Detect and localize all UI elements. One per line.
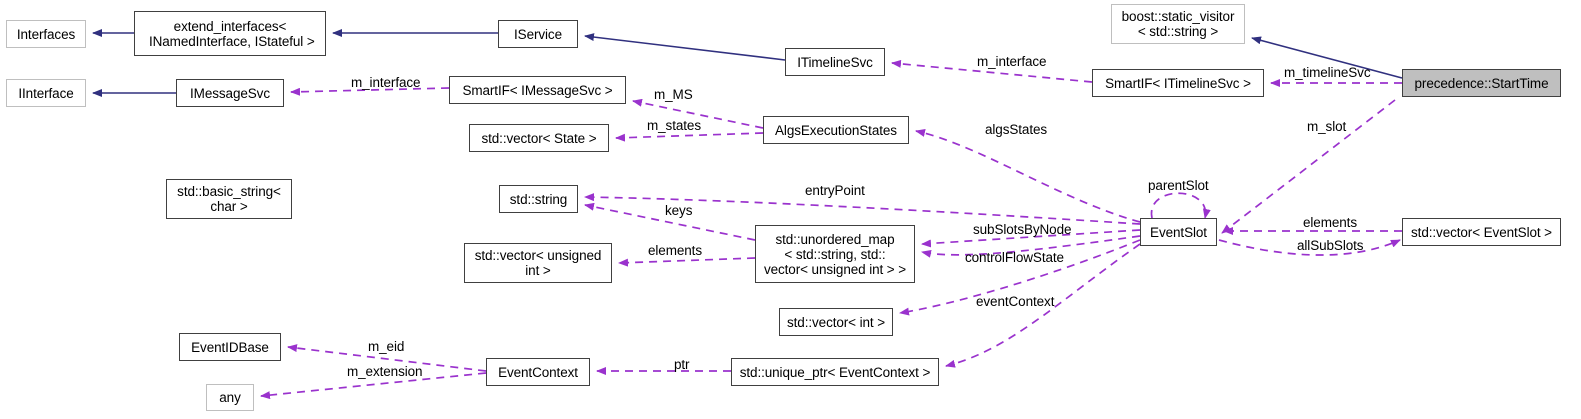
edge-e-boostvisitor — [1251, 36, 1403, 79]
edges-group — [92, 29, 1403, 400]
edge-label-m_slot: m_slot — [1307, 119, 1347, 134]
node-label: std::vector< State > — [481, 130, 597, 146]
node-label: IMessageSvc — [190, 85, 270, 101]
node-interfaces[interactable]: Interfaces — [6, 20, 86, 48]
node-extend_interfaces[interactable]: extend_interfaces< INamedInterface, ISta… — [134, 11, 326, 56]
edge-e-keys — [584, 202, 756, 241]
edge-label-ptr: ptr — [674, 357, 690, 372]
node-smartif_msgsvc[interactable]: SmartIF< IMessageSvc > — [449, 76, 626, 104]
node-label: extend_interfaces< INamedInterface, ISta… — [148, 18, 315, 49]
node-boost_visitor[interactable]: boost::static_visitor < std::string > — [1111, 4, 1245, 44]
node-label: EventContext — [498, 364, 578, 380]
node-label: std::vector< EventSlot > — [1411, 224, 1552, 240]
node-unique_ptr_evtctx[interactable]: std::unique_ptr< EventContext > — [731, 358, 939, 386]
edge-e-eventcontext — [945, 243, 1141, 368]
edge-e-iservice — [584, 33, 786, 61]
node-label: AlgsExecutionStates — [775, 122, 897, 138]
edge-e-m_extension — [260, 372, 487, 400]
edge-label-elements_map: elements — [648, 243, 702, 258]
node-label: SmartIF< IMessageSvc > — [462, 82, 613, 98]
node-label: any — [219, 390, 241, 405]
node-unordered_map[interactable]: std::unordered_map < std::string, std:: … — [755, 225, 915, 283]
edge-label-eventcontext_lbl: eventContext — [976, 294, 1055, 309]
node-label: IInterface — [18, 85, 74, 101]
node-label: IService — [514, 26, 562, 42]
edge-label-algsstates: algsStates — [985, 122, 1048, 137]
node-iservice[interactable]: IService — [498, 20, 578, 48]
edge-label-m_extension: m_extension — [347, 364, 423, 379]
node-label: std::string — [509, 191, 568, 207]
edge-e-subslots — [921, 229, 1141, 248]
edge-e-smartif-msg — [290, 87, 450, 96]
node-label: EventSlot — [1150, 224, 1207, 240]
node-label: Interfaces — [16, 26, 76, 42]
edge-e-parentslot — [1150, 192, 1211, 219]
node-vector_state[interactable]: std::vector< State > — [469, 124, 609, 152]
node-iinterface[interactable]: IInterface — [6, 79, 86, 107]
node-label: SmartIF< ITimelineSvc > — [1105, 75, 1251, 91]
edge-label-subslotsbynode: subSlotsByNode — [973, 222, 1072, 237]
node-std_string[interactable]: std::string — [499, 185, 578, 213]
edge-label-m_ms: m_MS — [654, 87, 693, 102]
node-vector_eventslot[interactable]: std::vector< EventSlot > — [1402, 218, 1561, 246]
node-algsexecstates[interactable]: AlgsExecutionStates — [763, 116, 909, 144]
node-label: std::unordered_map < std::string, std:: … — [763, 231, 907, 277]
edge-e-smartif-tl — [891, 59, 1093, 83]
edge-label-allsubslots: allSubSlots — [1297, 238, 1364, 253]
edge-label-elements_evtslot: elements — [1303, 215, 1357, 230]
edge-label-m_timelinesvc: m_timelineSvc — [1284, 65, 1371, 80]
node-imessagesvc[interactable]: IMessageSvc — [176, 79, 284, 107]
edge-e-vecint — [899, 239, 1141, 316]
edge-label-entrypoint: entryPoint — [805, 183, 865, 198]
node-label: boost::static_visitor < std::string > — [1121, 9, 1235, 39]
node-label: EventIDBase — [191, 339, 269, 355]
node-eventslot[interactable]: EventSlot — [1140, 218, 1217, 246]
edge-e-m_eid — [287, 344, 487, 372]
edge-label-parentslot: parentSlot — [1148, 178, 1209, 193]
node-label: std::vector< int > — [787, 314, 885, 330]
edge-e-allsubslots — [1218, 239, 1401, 256]
node-vector_uint[interactable]: std::vector< unsigned int > — [464, 243, 612, 283]
node-label: std::unique_ptr< EventContext > — [739, 364, 931, 380]
node-itimelinesvc[interactable]: ITimelineSvc — [785, 48, 885, 76]
edge-e-algs-states — [615, 132, 764, 142]
node-smartif_tlsvc[interactable]: SmartIF< ITimelineSvc > — [1092, 69, 1264, 97]
node-label: precedence::StartTime — [1414, 75, 1549, 91]
edge-label-m_interface_tl: m_interface — [977, 54, 1047, 69]
node-basic_string[interactable]: std::basic_string< char > — [166, 179, 292, 219]
edge-e-entrypoint — [584, 193, 1141, 225]
edge-label-m_interface_msg: m_interface — [351, 75, 421, 90]
node-label: std::basic_string< char > — [177, 184, 281, 214]
edge-e-controlflow — [921, 235, 1141, 258]
node-eventidbase[interactable]: EventIDBase — [179, 333, 281, 361]
node-starttime[interactable]: precedence::StartTime — [1402, 69, 1561, 97]
node-any[interactable]: any — [206, 384, 254, 411]
edge-label-controlflowstate: controlFlowState — [965, 250, 1064, 265]
node-eventcontext[interactable]: EventContext — [486, 358, 590, 386]
edge-label-m_states: m_states — [647, 118, 701, 133]
node-label: ITimelineSvc — [797, 54, 873, 70]
edge-e-evtslot-algs — [915, 129, 1141, 223]
edge-label-m_eid: m_eid — [368, 339, 405, 354]
edge-label-keys: keys — [665, 203, 693, 218]
node-vector_int[interactable]: std::vector< int > — [779, 308, 893, 336]
node-label: std::vector< unsigned int > — [474, 248, 602, 278]
edge-e-elements-map — [618, 257, 756, 267]
